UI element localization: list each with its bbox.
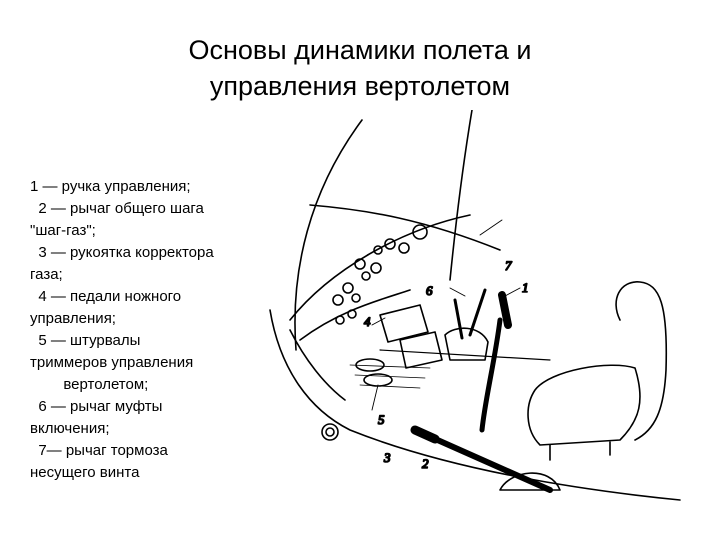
legend-line: 2 — рычаг общего шага (30, 198, 280, 220)
legend-line: 7— рычаг тормоза (30, 440, 280, 462)
side-wall (290, 330, 345, 400)
clutch-lever (455, 300, 462, 338)
pedal-left (380, 305, 428, 342)
seat-cushion (528, 365, 640, 445)
dial-icon (333, 295, 343, 305)
legend-line: 6 — рычаг муфты (30, 396, 280, 418)
leader-line (505, 288, 520, 296)
dial-icon (362, 272, 370, 280)
leader-line (480, 220, 502, 235)
legend-line: триммеров управления (30, 352, 280, 374)
dial-icon (399, 243, 409, 253)
dial-icon (343, 283, 353, 293)
label-3: 3 (383, 450, 391, 465)
leader-line (372, 385, 378, 410)
legend-line: включения; (30, 418, 280, 440)
legend-line: 5 — штурвалы (30, 330, 280, 352)
panel-inner-curve (290, 215, 470, 320)
collective-grip (415, 430, 435, 439)
helicopter-cockpit-drawing: 7 6 1 4 5 3 2 (250, 110, 710, 530)
dial-icon (348, 310, 356, 318)
legend-line: газа; (30, 264, 280, 286)
legend-line: 4 — педали ножного (30, 286, 280, 308)
canopy-frame (295, 120, 362, 350)
cyclic-grip (502, 295, 508, 325)
dial-icon (371, 263, 381, 273)
leader-line (450, 288, 465, 296)
dial-icon (326, 428, 334, 436)
label-6: 6 (426, 283, 433, 298)
legend-line: вертолетом; (30, 374, 280, 396)
label-4: 4 (364, 314, 371, 329)
seat-back (616, 282, 666, 440)
dial-icon (322, 424, 338, 440)
legend-line: 3 — рукоятка корректора (30, 242, 280, 264)
floor-line (380, 350, 550, 360)
panel-lower-curve (300, 290, 410, 340)
title-line-2: управления вертолетом (0, 68, 720, 104)
label-7: 7 (505, 258, 512, 273)
slide-title: Основы динамики полета и управления верт… (0, 32, 720, 104)
label-1: 1 (522, 280, 529, 295)
legend-list: 1 — ручка управления; 2 — рычаг общего ш… (30, 176, 280, 484)
rotor-brake-lever (470, 290, 485, 335)
cockpit-diagram: 7 6 1 4 5 3 2 (250, 110, 710, 530)
legend-line: "шаг-газ"; (30, 220, 280, 242)
title-line-1: Основы динамики полета и (0, 32, 720, 68)
floor-curve (270, 310, 680, 500)
legend-line: несущего винта (30, 462, 280, 484)
dial-icon (352, 294, 360, 302)
label-2: 2 (422, 456, 429, 471)
seat-leg (550, 442, 610, 460)
dial-icon (336, 316, 344, 324)
label-5: 5 (378, 412, 385, 427)
legend-line: управления; (30, 308, 280, 330)
canopy-frame-right (450, 110, 472, 280)
legend-line: 1 — ручка управления; (30, 176, 280, 198)
